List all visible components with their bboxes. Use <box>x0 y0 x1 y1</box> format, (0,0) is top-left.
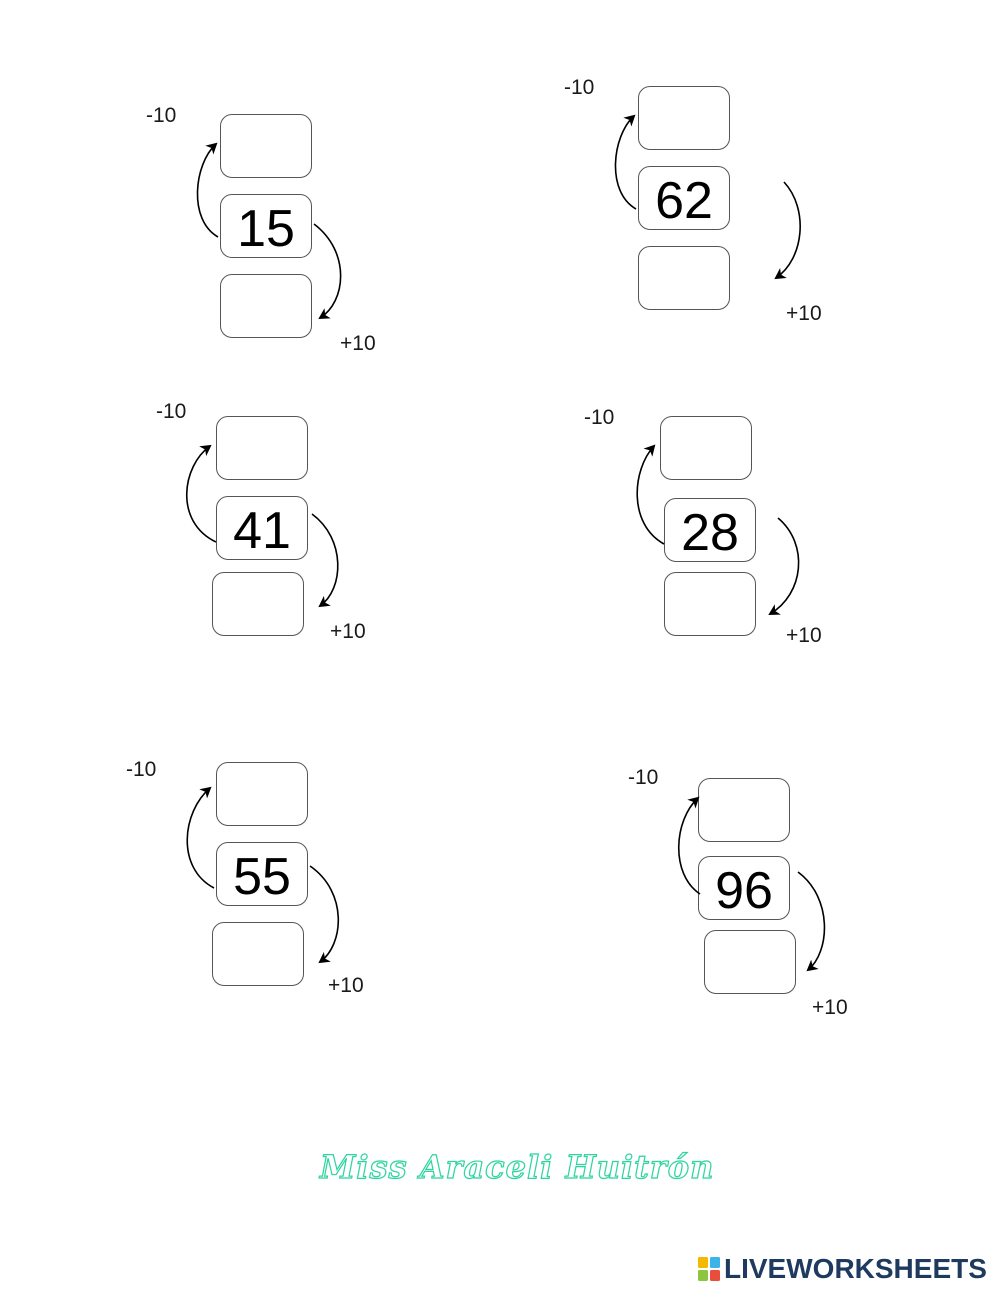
arrow-down-icon <box>774 181 801 280</box>
arrow-down-icon <box>313 223 342 320</box>
minus-ten-label: -10 <box>156 400 187 423</box>
answer-box-plus[interactable] <box>220 274 312 338</box>
plus-ten-label: +10 <box>786 624 822 647</box>
minus-ten-label: -10 <box>126 758 157 781</box>
plus-ten-label: +10 <box>812 996 848 1019</box>
exercise-2: -10 62 +10 <box>564 64 824 344</box>
arrow-down-icon <box>768 517 800 616</box>
arrows <box>614 114 801 280</box>
exercise-5: -10 55 +10 <box>126 740 386 1020</box>
answer-box-minus[interactable] <box>216 762 308 826</box>
author-signature: Miss Araceli Huitrón <box>319 1147 715 1186</box>
brand: LIVEWORKSHEETS <box>698 1253 987 1284</box>
arrow-up-icon <box>185 444 217 543</box>
answer-box-minus[interactable] <box>638 86 730 150</box>
plus-ten-label: +10 <box>328 974 364 997</box>
arrow-up-icon <box>196 142 219 238</box>
arrows <box>186 786 340 964</box>
given-number-box: 96 <box>698 856 790 920</box>
brand-name[interactable]: LIVEWORKSHEETS <box>724 1253 987 1284</box>
given-number-box: 41 <box>216 496 308 560</box>
answer-box-plus[interactable] <box>704 930 796 994</box>
given-number: 41 <box>233 502 291 560</box>
given-number: 15 <box>237 200 295 258</box>
answer-box-plus[interactable] <box>664 572 756 636</box>
given-number: 55 <box>233 848 291 906</box>
answer-box-minus[interactable] <box>220 114 312 178</box>
given-number-box: 28 <box>664 498 756 562</box>
plus-ten-label: +10 <box>340 332 376 355</box>
exercise-4: -10 28 +10 <box>584 394 844 674</box>
given-number-box: 15 <box>220 194 312 258</box>
answer-box-plus[interactable] <box>212 922 304 986</box>
arrows <box>677 796 826 972</box>
liveworksheets-logo-icon <box>698 1257 720 1281</box>
arrow-down-icon <box>797 871 826 972</box>
given-number: 96 <box>715 862 773 920</box>
arrow-up-icon <box>614 114 637 210</box>
arrow-down-icon <box>311 513 339 608</box>
answer-box-plus[interactable] <box>212 572 304 636</box>
given-number-box: 55 <box>216 842 308 906</box>
answer-box-plus[interactable] <box>638 246 730 310</box>
plus-ten-label: +10 <box>786 302 822 325</box>
arrow-up-icon <box>186 786 215 889</box>
minus-ten-label: -10 <box>584 406 615 429</box>
given-number: 28 <box>681 504 739 562</box>
given-number: 62 <box>655 172 713 230</box>
exercise-3: -10 41 +10 <box>156 394 416 674</box>
plus-ten-label: +10 <box>330 620 366 643</box>
answer-box-minus[interactable] <box>660 416 752 480</box>
arrow-down-icon <box>309 865 340 964</box>
arrows <box>185 444 339 608</box>
minus-ten-label: -10 <box>564 76 595 99</box>
minus-ten-label: -10 <box>628 766 659 789</box>
arrows <box>636 444 800 616</box>
arrows <box>196 142 342 320</box>
arrow-up-icon <box>677 796 701 895</box>
answer-box-minus[interactable] <box>698 778 790 842</box>
exercise-1: -10 15 +10 <box>146 92 406 372</box>
exercise-6: -10 96 +10 <box>628 756 888 1036</box>
arrow-up-icon <box>636 444 665 545</box>
minus-ten-label: -10 <box>146 104 177 127</box>
answer-box-minus[interactable] <box>216 416 308 480</box>
given-number-box: 62 <box>638 166 730 230</box>
